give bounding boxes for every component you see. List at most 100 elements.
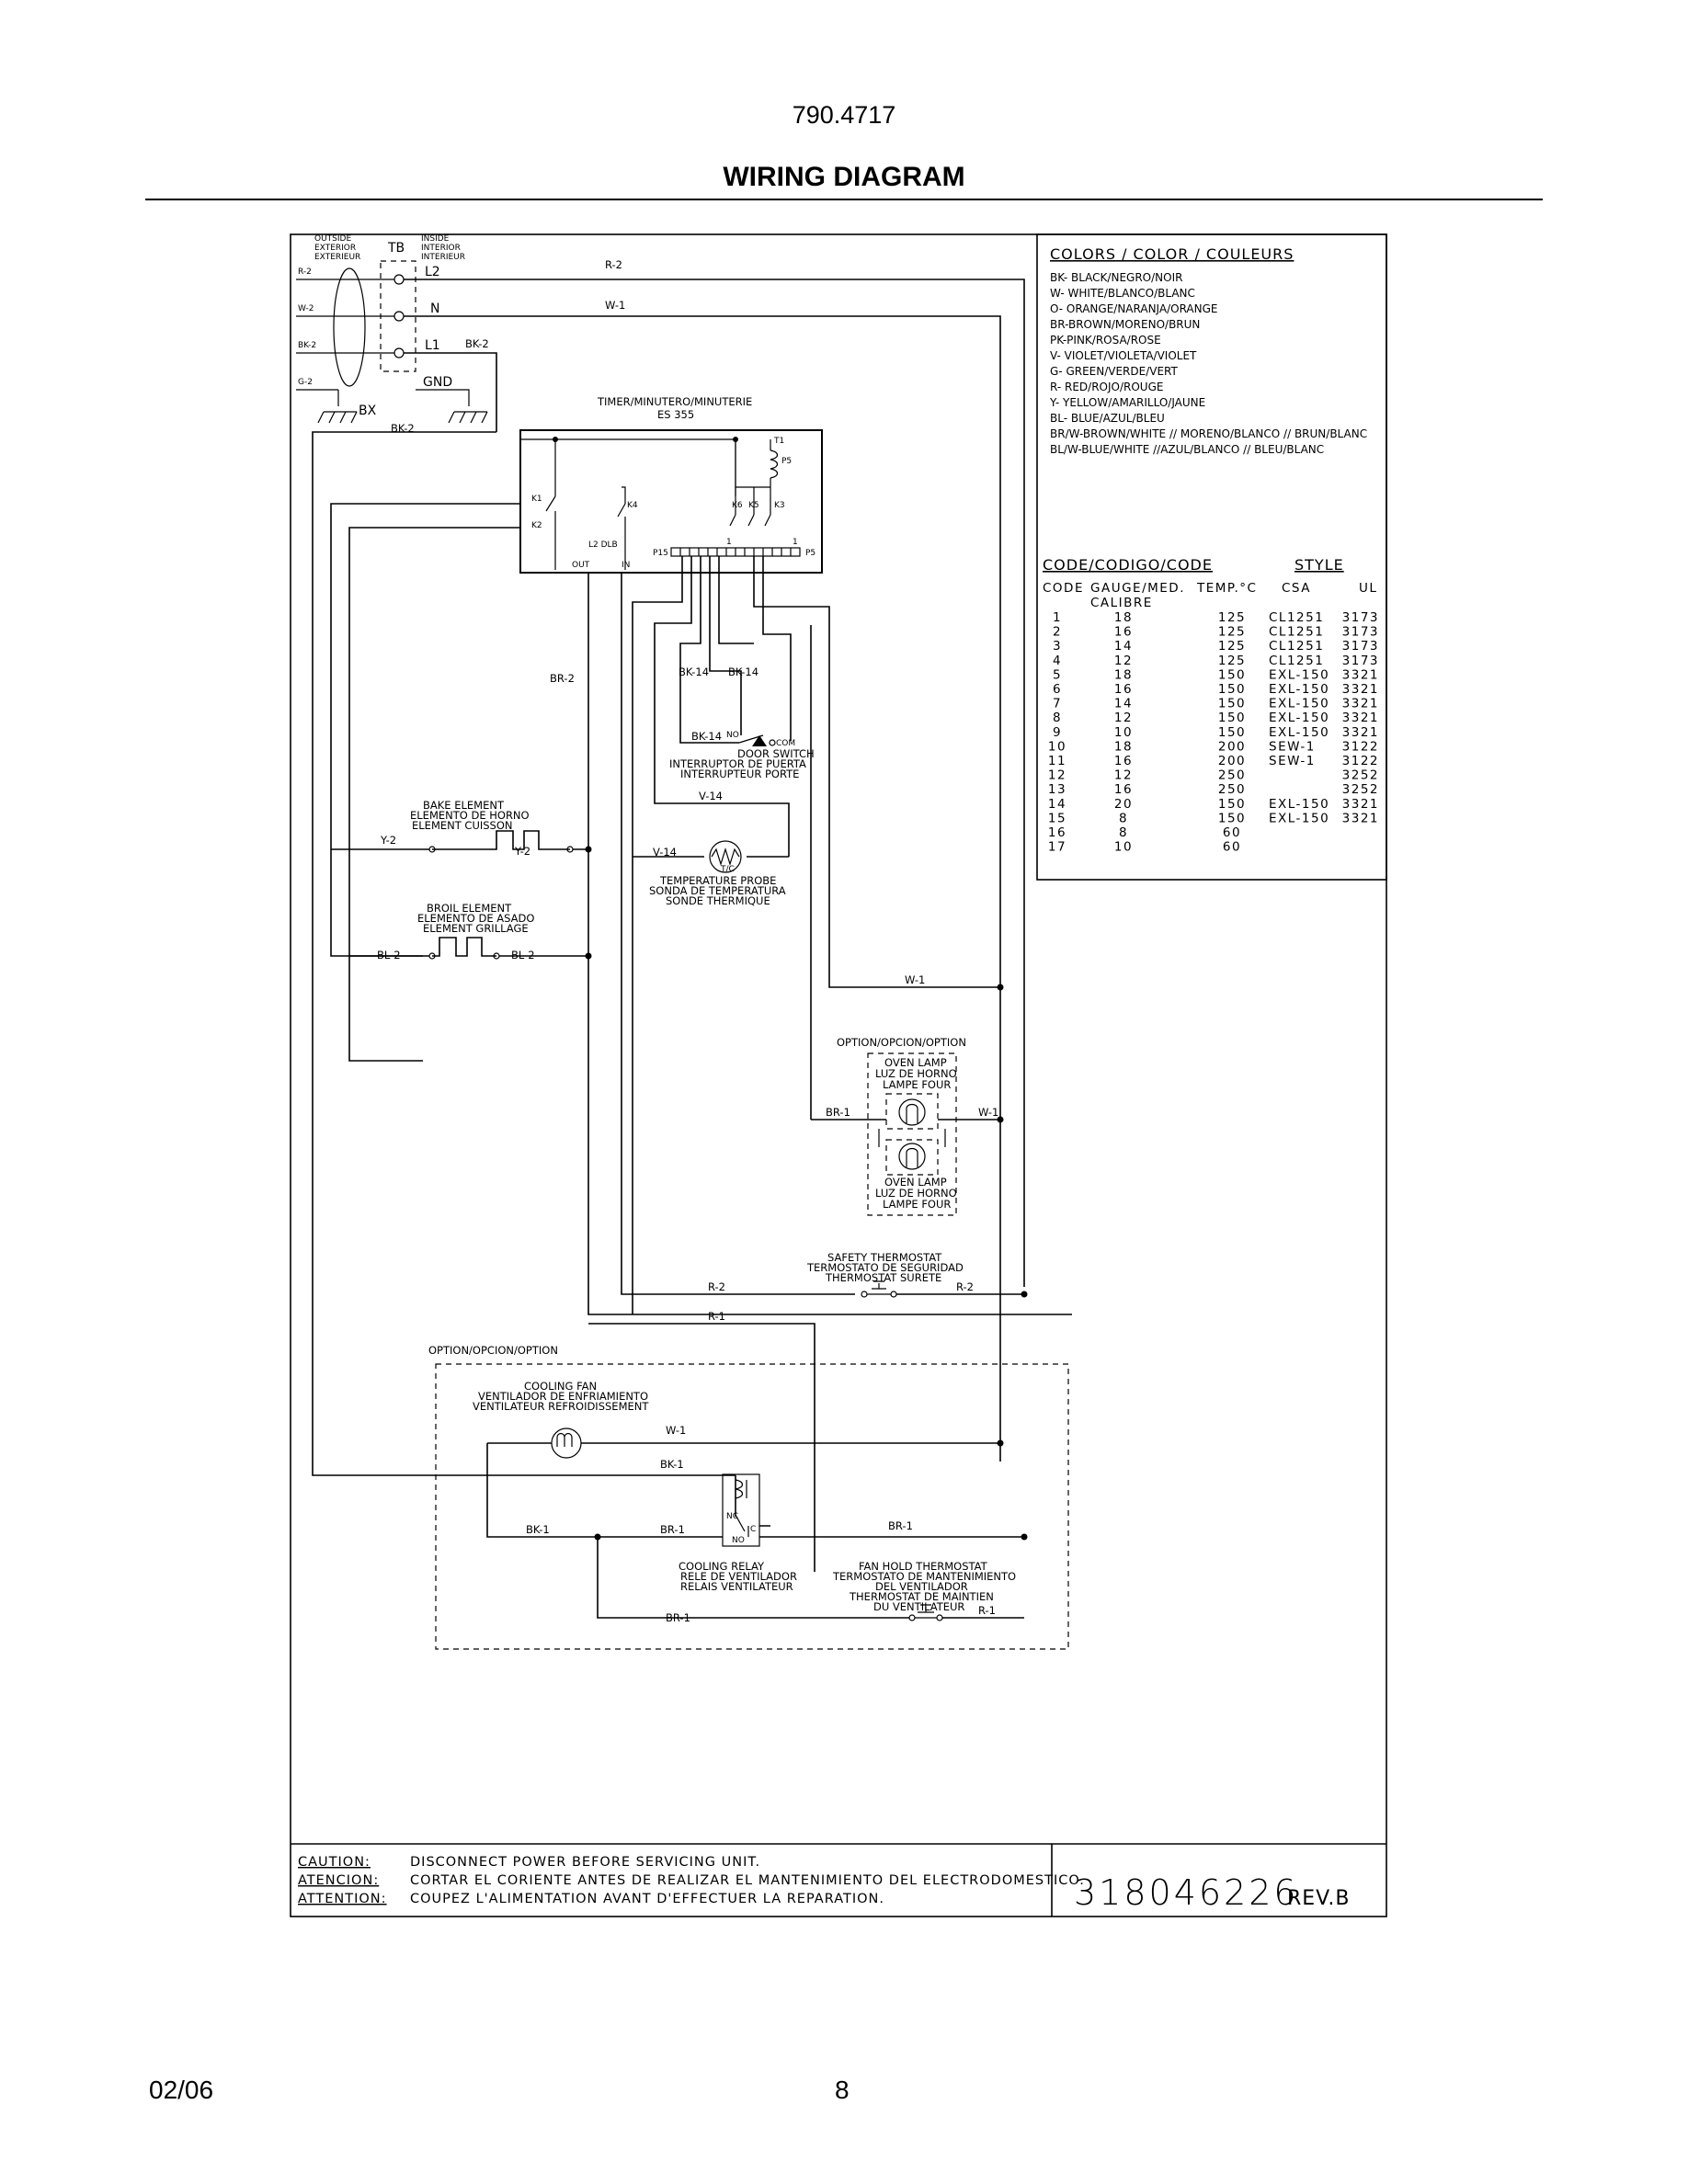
tb-terminal-n bbox=[393, 311, 405, 322]
wire-w1-top bbox=[404, 315, 1001, 1462]
code-table-cell: 18 bbox=[1114, 610, 1133, 625]
fanhold-label-1: FAN HOLD THERMOSTAT bbox=[859, 1560, 988, 1573]
bx-label: BX bbox=[359, 404, 377, 418]
relay-label-1: COOLING RELAY bbox=[679, 1560, 765, 1573]
timer-t1: T1 bbox=[773, 437, 784, 446]
bake-label-2: ELEMENTO DE HORNO bbox=[410, 809, 530, 822]
code-table-cell: 3321 bbox=[1342, 697, 1379, 711]
code-table-cell: 4 bbox=[1053, 654, 1062, 668]
label-w1-fan: W-1 bbox=[666, 1424, 686, 1437]
lamp-parallel-leads bbox=[878, 1129, 946, 1147]
code-table-cell: CL1251 bbox=[1269, 610, 1324, 625]
label-bk14-a: BK-14 bbox=[679, 665, 709, 678]
lamp-bottom-filament bbox=[906, 1147, 918, 1167]
label-bk14-b: BK-14 bbox=[728, 665, 758, 678]
wire-bk14-b bbox=[709, 556, 742, 735]
outside-label-2: EXTERIOR bbox=[314, 244, 356, 253]
lamp-top-socket bbox=[885, 1093, 939, 1130]
lamp-bottom-socket bbox=[885, 1139, 939, 1176]
code-table-cell: 8 bbox=[1119, 811, 1128, 825]
timer-l2-dlb: L2 DLB bbox=[588, 540, 618, 550]
label-w1-top: W-1 bbox=[605, 299, 625, 312]
tb-terminal-l2 bbox=[393, 274, 405, 285]
code-table-cell: EXL-150 bbox=[1269, 797, 1329, 812]
relay-c: C bbox=[750, 1525, 756, 1534]
footer-rules bbox=[291, 1843, 1386, 1917]
fanhold-leads bbox=[597, 1537, 1024, 1619]
code-table-cell: 3173 bbox=[1342, 610, 1379, 625]
fanhold-label-3: DEL VENTILADOR bbox=[875, 1580, 968, 1593]
door-switch-com-terminal bbox=[769, 739, 776, 746]
color-item: Y- YELLOW/AMARILLO/JAUNE bbox=[1049, 396, 1205, 409]
label-r1-bottom: R-1 bbox=[978, 1604, 996, 1617]
bake-element: BAKE ELEMENT ELEMENTO DE HORNO ELEMENT C… bbox=[331, 799, 588, 858]
label-bk1-fan: BK-1 bbox=[660, 1458, 684, 1471]
broil-label-2: ELEMENTO DE ASADO bbox=[417, 912, 534, 925]
fan-label-2: VENTILADOR DE ENFRIAMIENTO bbox=[478, 1390, 648, 1403]
atencion-label: ATENCION: bbox=[298, 1873, 379, 1888]
code-header-csa: CSA bbox=[1282, 581, 1311, 596]
code-table-cell: CL1251 bbox=[1269, 639, 1324, 654]
color-item: BL/W-BLUE/WHITE //AZUL/BLANCO // BLEU/BL… bbox=[1050, 443, 1324, 456]
wire-r1 bbox=[588, 1323, 815, 1572]
code-table-cell: 150 bbox=[1218, 682, 1246, 697]
timer-relay-contacts bbox=[729, 514, 771, 527]
lead-w2: W-2 bbox=[298, 304, 314, 313]
tb-terminal-l1 bbox=[393, 347, 405, 358]
tb-label: TB bbox=[387, 241, 405, 256]
lamp-bottom-bulb bbox=[898, 1143, 926, 1170]
outside-label-3: EXTERIEUR bbox=[314, 253, 360, 262]
code-table-cell: 3122 bbox=[1342, 739, 1379, 754]
fanhold-label-2: TERMOSTATO DE MANTENIMIENTO bbox=[832, 1570, 1016, 1583]
lead-bk2: BK-2 bbox=[298, 341, 316, 350]
lamp-bottom-label-2: LUZ DE HORNO bbox=[875, 1187, 957, 1200]
code-table-cell: 20 bbox=[1114, 797, 1133, 812]
code-header-temp: TEMP.°C bbox=[1196, 581, 1257, 596]
fan-label-1: COOLING FAN bbox=[524, 1380, 597, 1393]
timer-p5-coil: P5 bbox=[781, 457, 792, 466]
temperature-probe: T/C TEMPERATURE PROBE SONDA DE TEMPERATU… bbox=[633, 840, 789, 907]
relay-no: NO bbox=[732, 1536, 745, 1545]
relay-box bbox=[722, 1473, 760, 1547]
code-table-cell: 150 bbox=[1218, 797, 1246, 812]
code-table-cell: 16 bbox=[1114, 625, 1133, 640]
lamp-bottom-label-3: LAMPE FOUR bbox=[883, 1198, 951, 1211]
door-switch-arrow bbox=[752, 735, 767, 746]
code-table-cell: CL1251 bbox=[1269, 625, 1324, 640]
timer-internal-relays bbox=[735, 439, 779, 515]
wire-bk2-bottom bbox=[312, 431, 736, 1476]
wire-v14-door bbox=[654, 556, 790, 857]
safety-thermostat: SAFETY THERMOSTAT TERMOSTATO DE SEGURIDA… bbox=[588, 1251, 1024, 1572]
code-table-cell: EXL-150 bbox=[1269, 811, 1329, 825]
broil-coil bbox=[432, 937, 496, 957]
timer-pin-1a: 1 bbox=[726, 538, 732, 547]
code-table-cell: 3321 bbox=[1342, 682, 1379, 697]
tb-gnd-label: GND bbox=[423, 375, 452, 390]
code-table-cell: 3122 bbox=[1342, 754, 1379, 768]
code-table-cell: 3173 bbox=[1342, 639, 1379, 654]
code-table-cell: 3 bbox=[1053, 639, 1062, 654]
code-table-cell: 200 bbox=[1218, 754, 1246, 768]
code-table-cell: 150 bbox=[1218, 725, 1246, 740]
code-table-cell: 3252 bbox=[1342, 782, 1379, 797]
code-table-cell: 150 bbox=[1218, 667, 1246, 682]
code-table-cell: 150 bbox=[1218, 697, 1246, 711]
code-table-cell: SEW-1 bbox=[1269, 754, 1316, 768]
color-item: BR-BROWN/MORENO/BRUN bbox=[1050, 318, 1200, 331]
code-table-cell: EXL-150 bbox=[1269, 682, 1329, 697]
broil-label-3: ELEMENT GRILLAGE bbox=[423, 922, 529, 935]
code-table-cell: 10 bbox=[1114, 725, 1133, 740]
timer-connector-pins bbox=[679, 548, 792, 556]
code-table-cell: 60 bbox=[1223, 840, 1241, 855]
timer-k4: K4 bbox=[627, 501, 638, 510]
caution-text: DISCONNECT POWER BEFORE SERVICING UNIT. bbox=[410, 1855, 760, 1870]
wire-bk2-l1 bbox=[404, 352, 497, 432]
lamp-bottom-label-1: OVEN LAMP bbox=[884, 1176, 947, 1189]
ground-symbol-right bbox=[416, 389, 488, 424]
label-br1-relay: BR-1 bbox=[660, 1523, 685, 1536]
inside-label-3: INTERIEUR bbox=[421, 253, 465, 262]
fanhold-symbol bbox=[915, 1604, 937, 1619]
part-number: 318046226 bbox=[1074, 1872, 1299, 1913]
code-header-code: CODE bbox=[1043, 581, 1084, 596]
